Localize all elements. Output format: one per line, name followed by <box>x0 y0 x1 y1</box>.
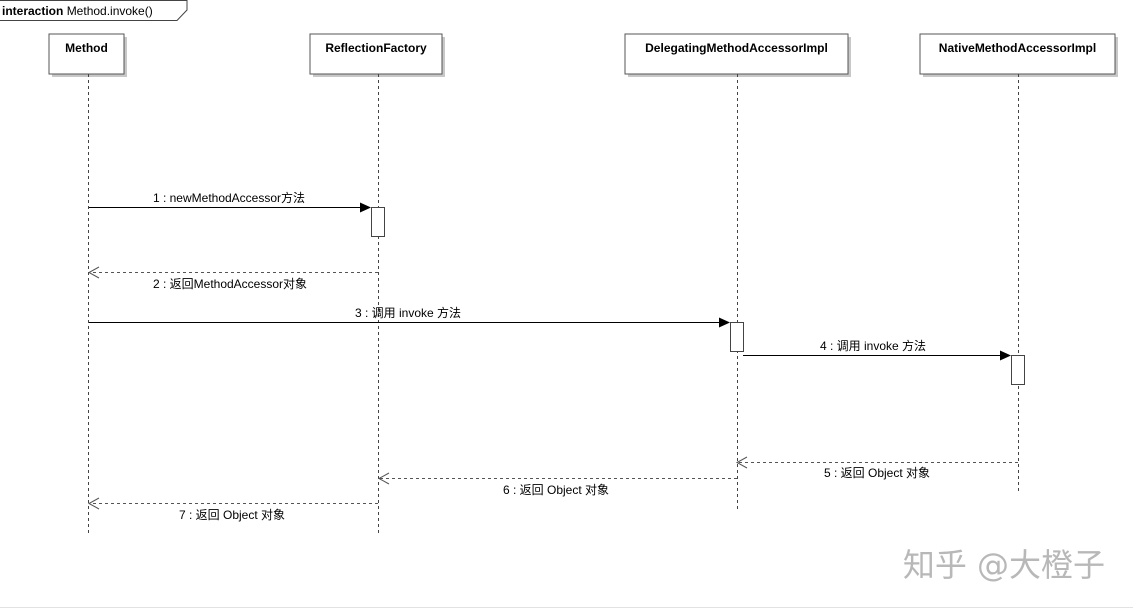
participant-box <box>624 33 849 75</box>
participant-label: DelegatingMethodAccessorImpl <box>645 41 828 55</box>
message-1: 1 : newMethodAccessor方法 <box>89 190 371 213</box>
participant-label: Method <box>65 41 108 55</box>
participant-box <box>919 33 1116 75</box>
activation-bar <box>1011 355 1025 385</box>
frame-title: interaction Method.invoke() <box>2 4 153 18</box>
message-label: 3 : 调用 invoke 方法 <box>355 305 461 320</box>
activation-bar <box>730 322 744 352</box>
message-label: 5 : 返回 Object 对象 <box>824 466 930 480</box>
message-6: 6 : 返回 Object 对象 <box>377 472 737 497</box>
participant-label: NativeMethodAccessorImpl <box>939 41 1096 55</box>
participant-method: Method <box>48 33 127 536</box>
open-arrowhead <box>87 497 100 510</box>
participant-reflection-factory: ReflectionFactory <box>309 33 445 536</box>
open-arrowhead <box>87 266 100 279</box>
message-label: 6 : 返回 Object 对象 <box>503 483 609 497</box>
solid-arrowhead <box>719 317 730 328</box>
message-7: 7 : 返回 Object 对象 <box>87 497 378 522</box>
message-3: 3 : 调用 invoke 方法 <box>89 305 730 328</box>
message-label: 7 : 返回 Object 对象 <box>179 508 285 522</box>
frame-keyword: interaction <box>2 4 63 18</box>
message-5: 5 : 返回 Object 对象 <box>735 456 1018 480</box>
open-arrowhead <box>735 456 748 469</box>
participant-box <box>48 33 125 75</box>
participant-delegating: DelegatingMethodAccessorImpl <box>624 33 851 512</box>
participant-box <box>309 33 443 75</box>
solid-arrowhead <box>1000 350 1011 361</box>
interaction-frame: interaction Method.invoke() <box>0 0 188 21</box>
message-label: 1 : newMethodAccessor方法 <box>153 190 305 205</box>
message-label: 4 : 调用 invoke 方法 <box>820 338 926 353</box>
participant-label: ReflectionFactory <box>325 41 427 55</box>
message-label: 2 : 返回MethodAccessor对象 <box>153 277 307 291</box>
message-4: 4 : 调用 invoke 方法 <box>743 338 1011 361</box>
solid-arrowhead <box>360 202 371 213</box>
frame-name: Method.invoke() <box>67 4 153 18</box>
participant-native: NativeMethodAccessorImpl <box>919 33 1118 494</box>
open-arrowhead <box>377 472 390 485</box>
watermark-text: 知乎 @大橙子 <box>903 546 1105 584</box>
message-2: 2 : 返回MethodAccessor对象 <box>87 266 378 291</box>
activation-bar <box>371 207 385 237</box>
